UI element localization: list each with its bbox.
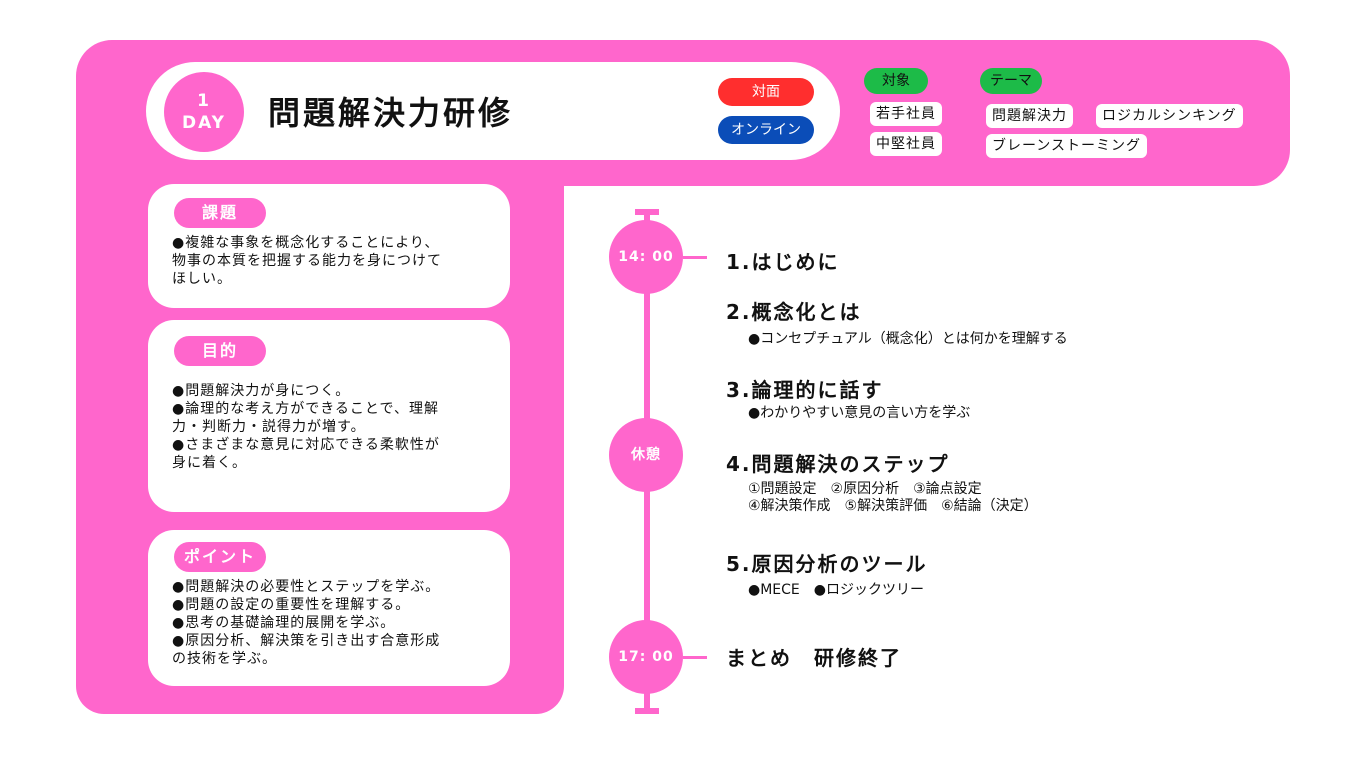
text-line: ●問題解決の必要性とステップを学ぶ。 <box>172 579 441 595</box>
target-tag: 若手社員 <box>870 102 942 126</box>
text-line: ●さまざまな意見に対応できる柔軟性が <box>172 437 440 453</box>
end-time-marker: 17: 00 <box>609 620 683 694</box>
agenda-item-detail: ●コンセプチュアル（概念化）とは何かを理解する <box>748 331 1068 347</box>
page-title: 問題解決力研修 <box>268 94 514 132</box>
break-marker: 休憩 <box>609 418 683 492</box>
agenda-item-detail: ●MECE ●ロジックツリー <box>748 582 924 598</box>
issue-heading: 課題 <box>174 198 266 228</box>
target-tag: 中堅社員 <box>870 132 942 156</box>
agenda-item-title: 2.概念化とは <box>726 300 862 324</box>
start-time-marker: 14: 00 <box>609 220 683 294</box>
theme-tag: 問題解決力 <box>986 104 1073 128</box>
agenda-item-detail: ④解決策作成 ⑤解決策評価 ⑥結論（決定） <box>748 498 1038 514</box>
theme-tag: ブレーンストーミング <box>986 134 1148 158</box>
format-face-badge: 対面 <box>718 78 814 106</box>
text-line: ●論理的な考え方ができることで、理解 <box>172 401 439 417</box>
agenda-item-detail: ●わかりやすい意見の言い方を学ぶ <box>748 405 971 421</box>
point-card: ポイント ●問題解決の必要性とステップを学ぶ。 ●問題の設定の重要性を理解する。… <box>148 530 510 686</box>
point-text: ●問題解決の必要性とステップを学ぶ。 ●問題の設定の重要性を理解する。 ●思考の… <box>172 578 494 668</box>
day-unit: DAY <box>182 113 226 133</box>
text-line: ●思考の基礎論理的展開を学ぶ。 <box>172 615 396 631</box>
text-line: ほしい。 <box>172 271 232 287</box>
issue-text: ●複雑な事象を概念化することにより、 物事の本質を把握する能力を身につけて ほし… <box>172 234 494 288</box>
text-line: ●問題の設定の重要性を理解する。 <box>172 597 411 613</box>
goal-text: ●問題解決力が身につく。 ●論理的な考え方ができることで、理解 力・判断力・説得… <box>172 382 494 472</box>
text-line: 物事の本質を把握する能力を身につけて <box>172 253 442 269</box>
agenda-item-title: 4.問題解決のステップ <box>726 452 950 476</box>
format-online-badge: オンライン <box>718 116 814 144</box>
timeline-tick <box>683 656 707 659</box>
agenda-item-title: まとめ 研修終了 <box>726 646 902 670</box>
goal-heading: 目的 <box>174 336 266 366</box>
theme-tag: ロジカルシンキング <box>1096 104 1243 128</box>
text-line: ●複雑な事象を概念化することにより、 <box>172 235 440 251</box>
point-heading: ポイント <box>174 542 266 572</box>
agenda-item-title: 5.原因分析のツール <box>726 552 928 576</box>
day-number: 1 <box>197 91 211 111</box>
issue-card: 課題 ●複雑な事象を概念化することにより、 物事の本質を把握する能力を身につけて… <box>148 184 510 308</box>
text-line: 力・判断力・説得力が増す。 <box>172 419 366 435</box>
day-badge: 1 DAY <box>164 72 244 152</box>
agenda-item-title: 3.論理的に話す <box>726 378 884 402</box>
text-line: ●問題解決力が身につく。 <box>172 383 351 399</box>
agenda-item-detail: ①問題設定 ②原因分析 ③論点設定 <box>748 481 982 497</box>
agenda-item-title: 1.はじめに <box>726 250 840 274</box>
target-heading: 対象 <box>864 68 928 94</box>
theme-heading: テーマ <box>980 68 1042 94</box>
goal-card: 目的 ●問題解決力が身につく。 ●論理的な考え方ができることで、理解 力・判断力… <box>148 320 510 512</box>
timeline-tick <box>683 256 707 259</box>
timeline-cap-bottom <box>635 708 659 714</box>
timeline-cap-top <box>635 209 659 215</box>
text-line: の技術を学ぶ。 <box>172 651 277 667</box>
title-card <box>146 62 840 160</box>
text-line: 身に着く。 <box>172 455 247 471</box>
text-line: ●原因分析、解決策を引き出す合意形成 <box>172 633 441 649</box>
